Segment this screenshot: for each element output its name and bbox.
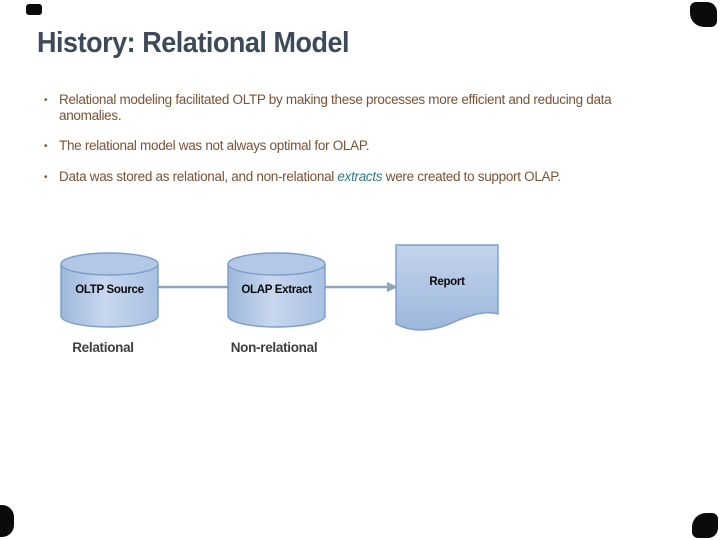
- bullet-text: Data was stored as relational, and non-r…: [59, 169, 561, 185]
- cylinder-shape: [60, 264, 159, 328]
- bullet-text: The relational model was not always opti…: [59, 138, 370, 153]
- flow-diagram: OLTP Source OLAP Extract Report Relation…: [60, 244, 499, 355]
- connector-olap-to-report: [325, 282, 398, 292]
- bullet-list: • Relational modeling facilitated OLTP b…: [44, 92, 664, 200]
- corner-ornament-top-left: [26, 4, 42, 15]
- bullet-text-before: Data was stored as relational, and non-r…: [59, 169, 338, 184]
- bullet-dot-icon: •: [44, 141, 48, 152]
- bullet-item: • The relational model was not always op…: [44, 138, 664, 155]
- arrowhead-icon: [387, 282, 398, 292]
- node-label-olap: OLAP Extract: [241, 284, 312, 296]
- bullet-item: • Relational modeling facilitated OLTP b…: [44, 92, 664, 124]
- node-olap-extract: OLAP Extract: [227, 252, 326, 328]
- sublabel-non-relational: Non-relational: [231, 340, 318, 355]
- slide-title: History: Relational Model: [37, 27, 350, 59]
- bullet-text: Relational modeling facilitated OLTP by …: [59, 92, 612, 123]
- node-report: Report: [395, 244, 499, 331]
- document-shape: [395, 244, 499, 331]
- emphasis-word: extracts: [337, 169, 383, 184]
- bullet-item: • Data was stored as relational, and non…: [44, 169, 664, 186]
- cylinder-top: [60, 252, 159, 276]
- bullet-dot-icon: •: [44, 172, 48, 183]
- sublabel-relational: Relational: [72, 340, 134, 355]
- node-oltp-source: OLTP Source: [60, 252, 159, 328]
- corner-ornament-bottom-right: [692, 513, 718, 538]
- node-label-oltp: OLTP Source: [75, 284, 144, 296]
- cylinder-shape: [227, 264, 326, 328]
- bullet-dot-icon: •: [44, 95, 48, 106]
- corner-ornament-bottom-left: [0, 505, 14, 537]
- bullet-text-after: were created to support OLAP.: [382, 169, 561, 184]
- cylinder-top: [227, 252, 326, 276]
- corner-ornament-top-right: [690, 2, 717, 27]
- node-label-report: Report: [429, 276, 465, 288]
